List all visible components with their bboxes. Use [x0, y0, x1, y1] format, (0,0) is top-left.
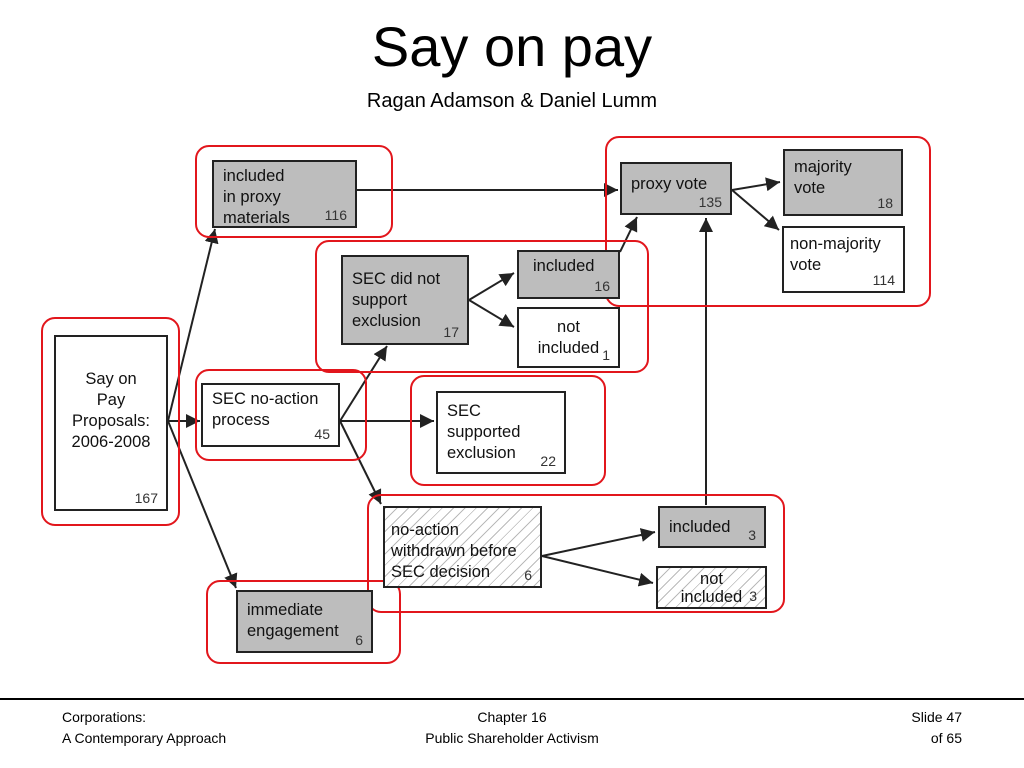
group-highlight-vote [605, 136, 931, 307]
box-sec-no-action-process: SEC no-action process 45 [201, 383, 340, 447]
box-count: 167 [134, 490, 158, 506]
footer-center: Chapter 16 Public Shareholder Activism [362, 707, 662, 749]
footer-chapter: Chapter 16 [477, 709, 547, 725]
box-say-on-pay-proposals: Say on Pay Proposals: 2006-2008 167 [54, 335, 168, 511]
box-count: 3 [748, 527, 756, 543]
box-count: 16 [594, 278, 610, 294]
box-count: 1 [602, 347, 610, 363]
box-count: 116 [324, 207, 347, 223]
box-proxy-vote: proxy vote 135 [620, 162, 732, 215]
box-count: 6 [355, 632, 363, 648]
box-label: no-action withdrawn before SEC decision [391, 521, 517, 581]
box-label: SEC no-action process [212, 390, 319, 429]
box-sec-supported-exclusion: SEC supported exclusion 22 [436, 391, 566, 474]
arrow-no-action-withdrawn-before-sec-decision-to-withdrawn-included [541, 528, 656, 557]
footer-divider [0, 698, 1024, 700]
box-label: majority vote [794, 158, 852, 197]
arrow-proxy-vote-to-non-majority-vote [731, 189, 780, 231]
arrow-sec-no-action-process-to-no-action-withdrawn-before-sec-decision [339, 420, 382, 505]
box-immediate-engagement: immediate engagement 6 [236, 590, 373, 653]
box-count: 6 [524, 567, 532, 583]
group-highlight-immediate-engagement [206, 580, 401, 664]
group-highlight-included-in-proxy [195, 145, 393, 238]
arrow-sec-did-not-support-exclusion-to-sec-not-support-not-included [468, 299, 515, 328]
box-label: non-majority vote [790, 235, 881, 274]
box-sec-not-support-included: included 16 [517, 250, 620, 299]
box-no-action-withdrawn-before-sec-decision: no-action withdrawn before SEC decision … [383, 506, 542, 588]
footer-slide-total: of 65 [930, 730, 962, 746]
box-count: 3 [749, 588, 757, 604]
box-label: not included [680, 570, 743, 606]
box-label: immediate engagement [247, 601, 339, 640]
footer-book-subtitle: A Contemporary Approach [62, 730, 227, 746]
box-count: 114 [872, 272, 895, 288]
box-label: included [533, 257, 595, 275]
box-sec-did-not-support-exclusion: SEC did not support exclusion 17 [341, 255, 469, 345]
box-label: SEC supported exclusion [447, 402, 521, 462]
box-count: 18 [877, 195, 893, 211]
group-highlight-sec-supported [410, 375, 606, 486]
box-count: 45 [314, 426, 330, 442]
footer-chapter-title: Public Shareholder Activism [425, 730, 599, 746]
box-label: included [669, 518, 731, 536]
box-majority-vote: majority vote 18 [783, 149, 903, 216]
arrow-no-action-withdrawn-before-sec-decision-to-withdrawn-not-included [541, 555, 654, 587]
box-label: SEC did not support exclusion [352, 270, 441, 330]
arrow-sec-did-not-support-exclusion-to-sec-not-support-included [468, 272, 515, 301]
arrow-say-on-pay-proposals-to-included-in-proxy-materials [167, 228, 219, 422]
footer-left: Corporations: A Contemporary Approach [62, 707, 226, 749]
box-non-majority-vote: non-majority vote 114 [782, 226, 905, 293]
box-label: not included [537, 318, 600, 357]
box-included-in-proxy-materials: included in proxy materials 116 [212, 160, 357, 228]
arrow-sec-no-action-process-to-sec-did-not-support-exclusion [339, 345, 388, 422]
box-count: 17 [443, 324, 459, 340]
box-withdrawn-included: included 3 [658, 506, 766, 548]
box-sec-not-support-not-included: not included 1 [517, 307, 620, 368]
arrow-sec-not-support-included-to-proxy-vote [619, 216, 638, 253]
slide-title: Say on pay [371, 15, 653, 78]
box-label: Say on Pay Proposals: 2006-2008 [71, 370, 151, 451]
box-label: proxy vote [631, 175, 708, 193]
footer-book-title: Corporations: [62, 709, 147, 725]
flowchart-connectors [167, 177, 781, 589]
group-highlight-withdrawn [367, 494, 785, 613]
box-count: 135 [698, 194, 722, 210]
box-count: 22 [540, 453, 556, 469]
slide-subtitle: Ragan Adamson & Daniel Lumm [366, 90, 658, 112]
box-label: included in proxy materials [223, 167, 290, 227]
footer-slide-number: Slide 47 [911, 709, 962, 725]
arrow-proxy-vote-to-majority-vote [731, 177, 781, 192]
group-highlight-proposals [41, 317, 180, 526]
group-highlight-sec-no-action [195, 369, 367, 461]
box-withdrawn-not-included: not included 3 [656, 566, 767, 609]
footer-right: Slide 47 of 65 [911, 707, 962, 749]
